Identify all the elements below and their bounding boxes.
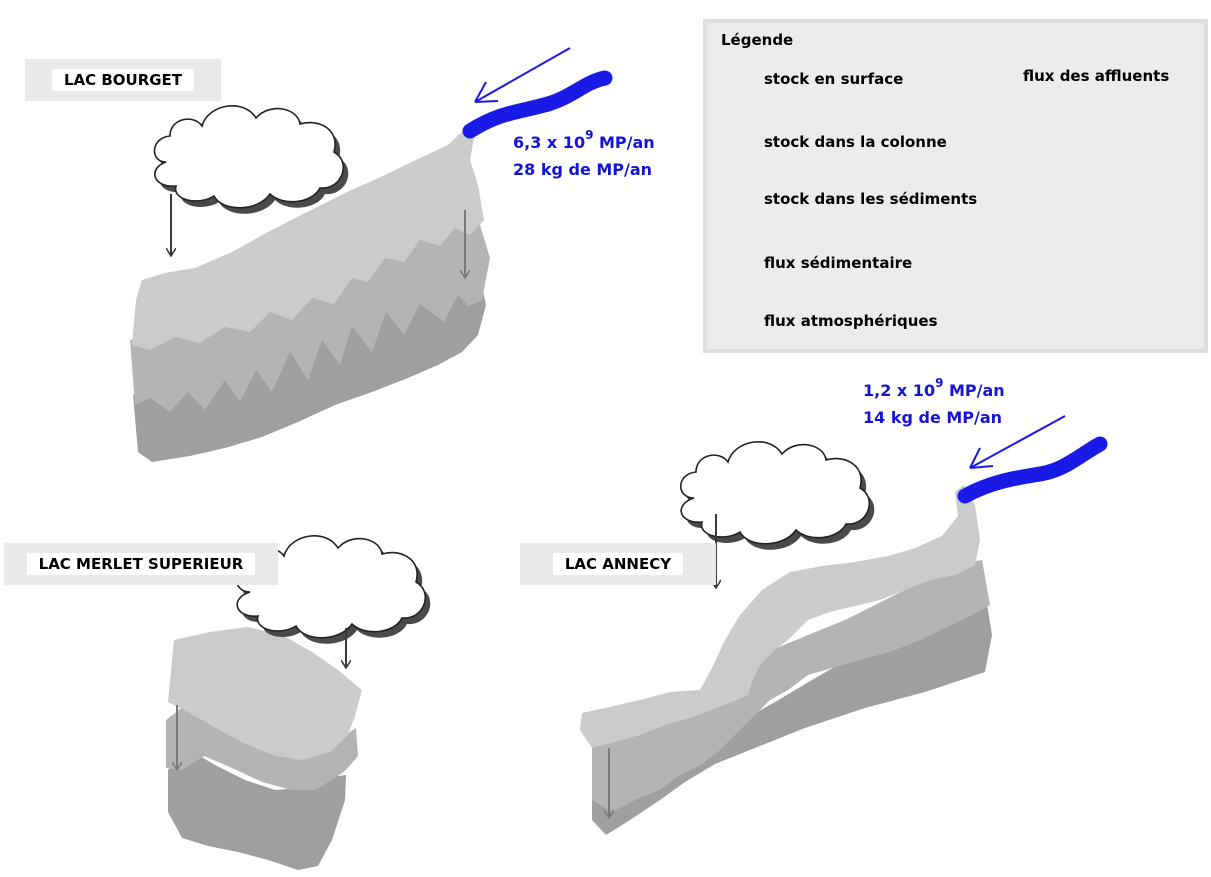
bourget-flux-annotation: 6,3 x 109 MP/an 28 kg de MP/an xyxy=(513,129,655,183)
legend-item-sediments: stock dans les sédiments xyxy=(764,190,977,208)
legend-item-colonne: stock dans la colonne xyxy=(764,133,947,151)
bourget-atmo-cloud xyxy=(153,105,349,214)
legend-item-affluents: flux des affluents xyxy=(1023,67,1169,85)
annecy-affluent-arrow xyxy=(969,415,1066,469)
bourget-flux-mass: 28 kg de MP/an xyxy=(513,160,653,179)
annecy-flux-annotation: 1,2 x 109 MP/an 14 kg de MP/an xyxy=(863,377,1005,431)
lake-label-bourget: LAC BOURGET xyxy=(25,59,221,101)
legend: Légende xyxy=(703,19,1208,353)
lake-annecy-block xyxy=(580,485,992,835)
bourget-column-layer xyxy=(130,212,490,412)
lake-bourget-block xyxy=(130,128,490,462)
lake-label-annecy-text: LAC ANNECY xyxy=(552,553,684,575)
annecy-flux-count: 1,2 x 109 MP/an xyxy=(863,376,1005,400)
merlet-atmo-cloud xyxy=(235,535,431,644)
legend-title: Légende xyxy=(721,31,794,49)
lake-merlet-block xyxy=(166,627,362,870)
lake-label-merlet: LAC MERLET SUPERIEUR xyxy=(4,543,278,585)
lake-label-merlet-text: LAC MERLET SUPERIEUR xyxy=(26,553,256,575)
annecy-atmo-cloud xyxy=(679,441,875,550)
legend-label-colonne: stock dans la colonne xyxy=(764,133,947,151)
legend-item-surface: stock en surface xyxy=(764,70,903,88)
annecy-sediment-layer xyxy=(592,592,992,835)
bourget-flux-count: 6,3 x 109 MP/an xyxy=(513,128,655,152)
lake-label-annecy: LAC ANNECY xyxy=(520,543,716,585)
merlet-sediment-layer xyxy=(168,750,346,870)
legend-item-atmo: flux atmosphériques xyxy=(764,312,938,330)
legend-label-affluents: flux des affluents xyxy=(1023,67,1170,85)
legend-label-surface: stock en surface xyxy=(764,70,904,88)
lake-label-bourget-text: LAC BOURGET xyxy=(51,69,195,91)
merlet-surface-layer xyxy=(168,627,362,760)
legend-item-flux-sed: flux sédimentaire xyxy=(764,254,912,272)
legend-label-flux-sed: flux sédimentaire xyxy=(764,254,913,272)
legend-label-atmo: flux atmosphériques xyxy=(764,312,938,330)
annecy-flux-mass: 14 kg de MP/an xyxy=(863,408,1003,427)
bourget-affluent-river xyxy=(462,70,613,139)
annecy-column-layer xyxy=(592,560,990,812)
bourget-surface-layer xyxy=(132,128,484,350)
legend-label-sediments: stock dans les sédiments xyxy=(764,190,978,208)
annecy-surface-layer xyxy=(580,485,980,748)
bourget-affluent-arrow xyxy=(474,47,571,103)
annecy-affluent-river xyxy=(957,436,1108,504)
